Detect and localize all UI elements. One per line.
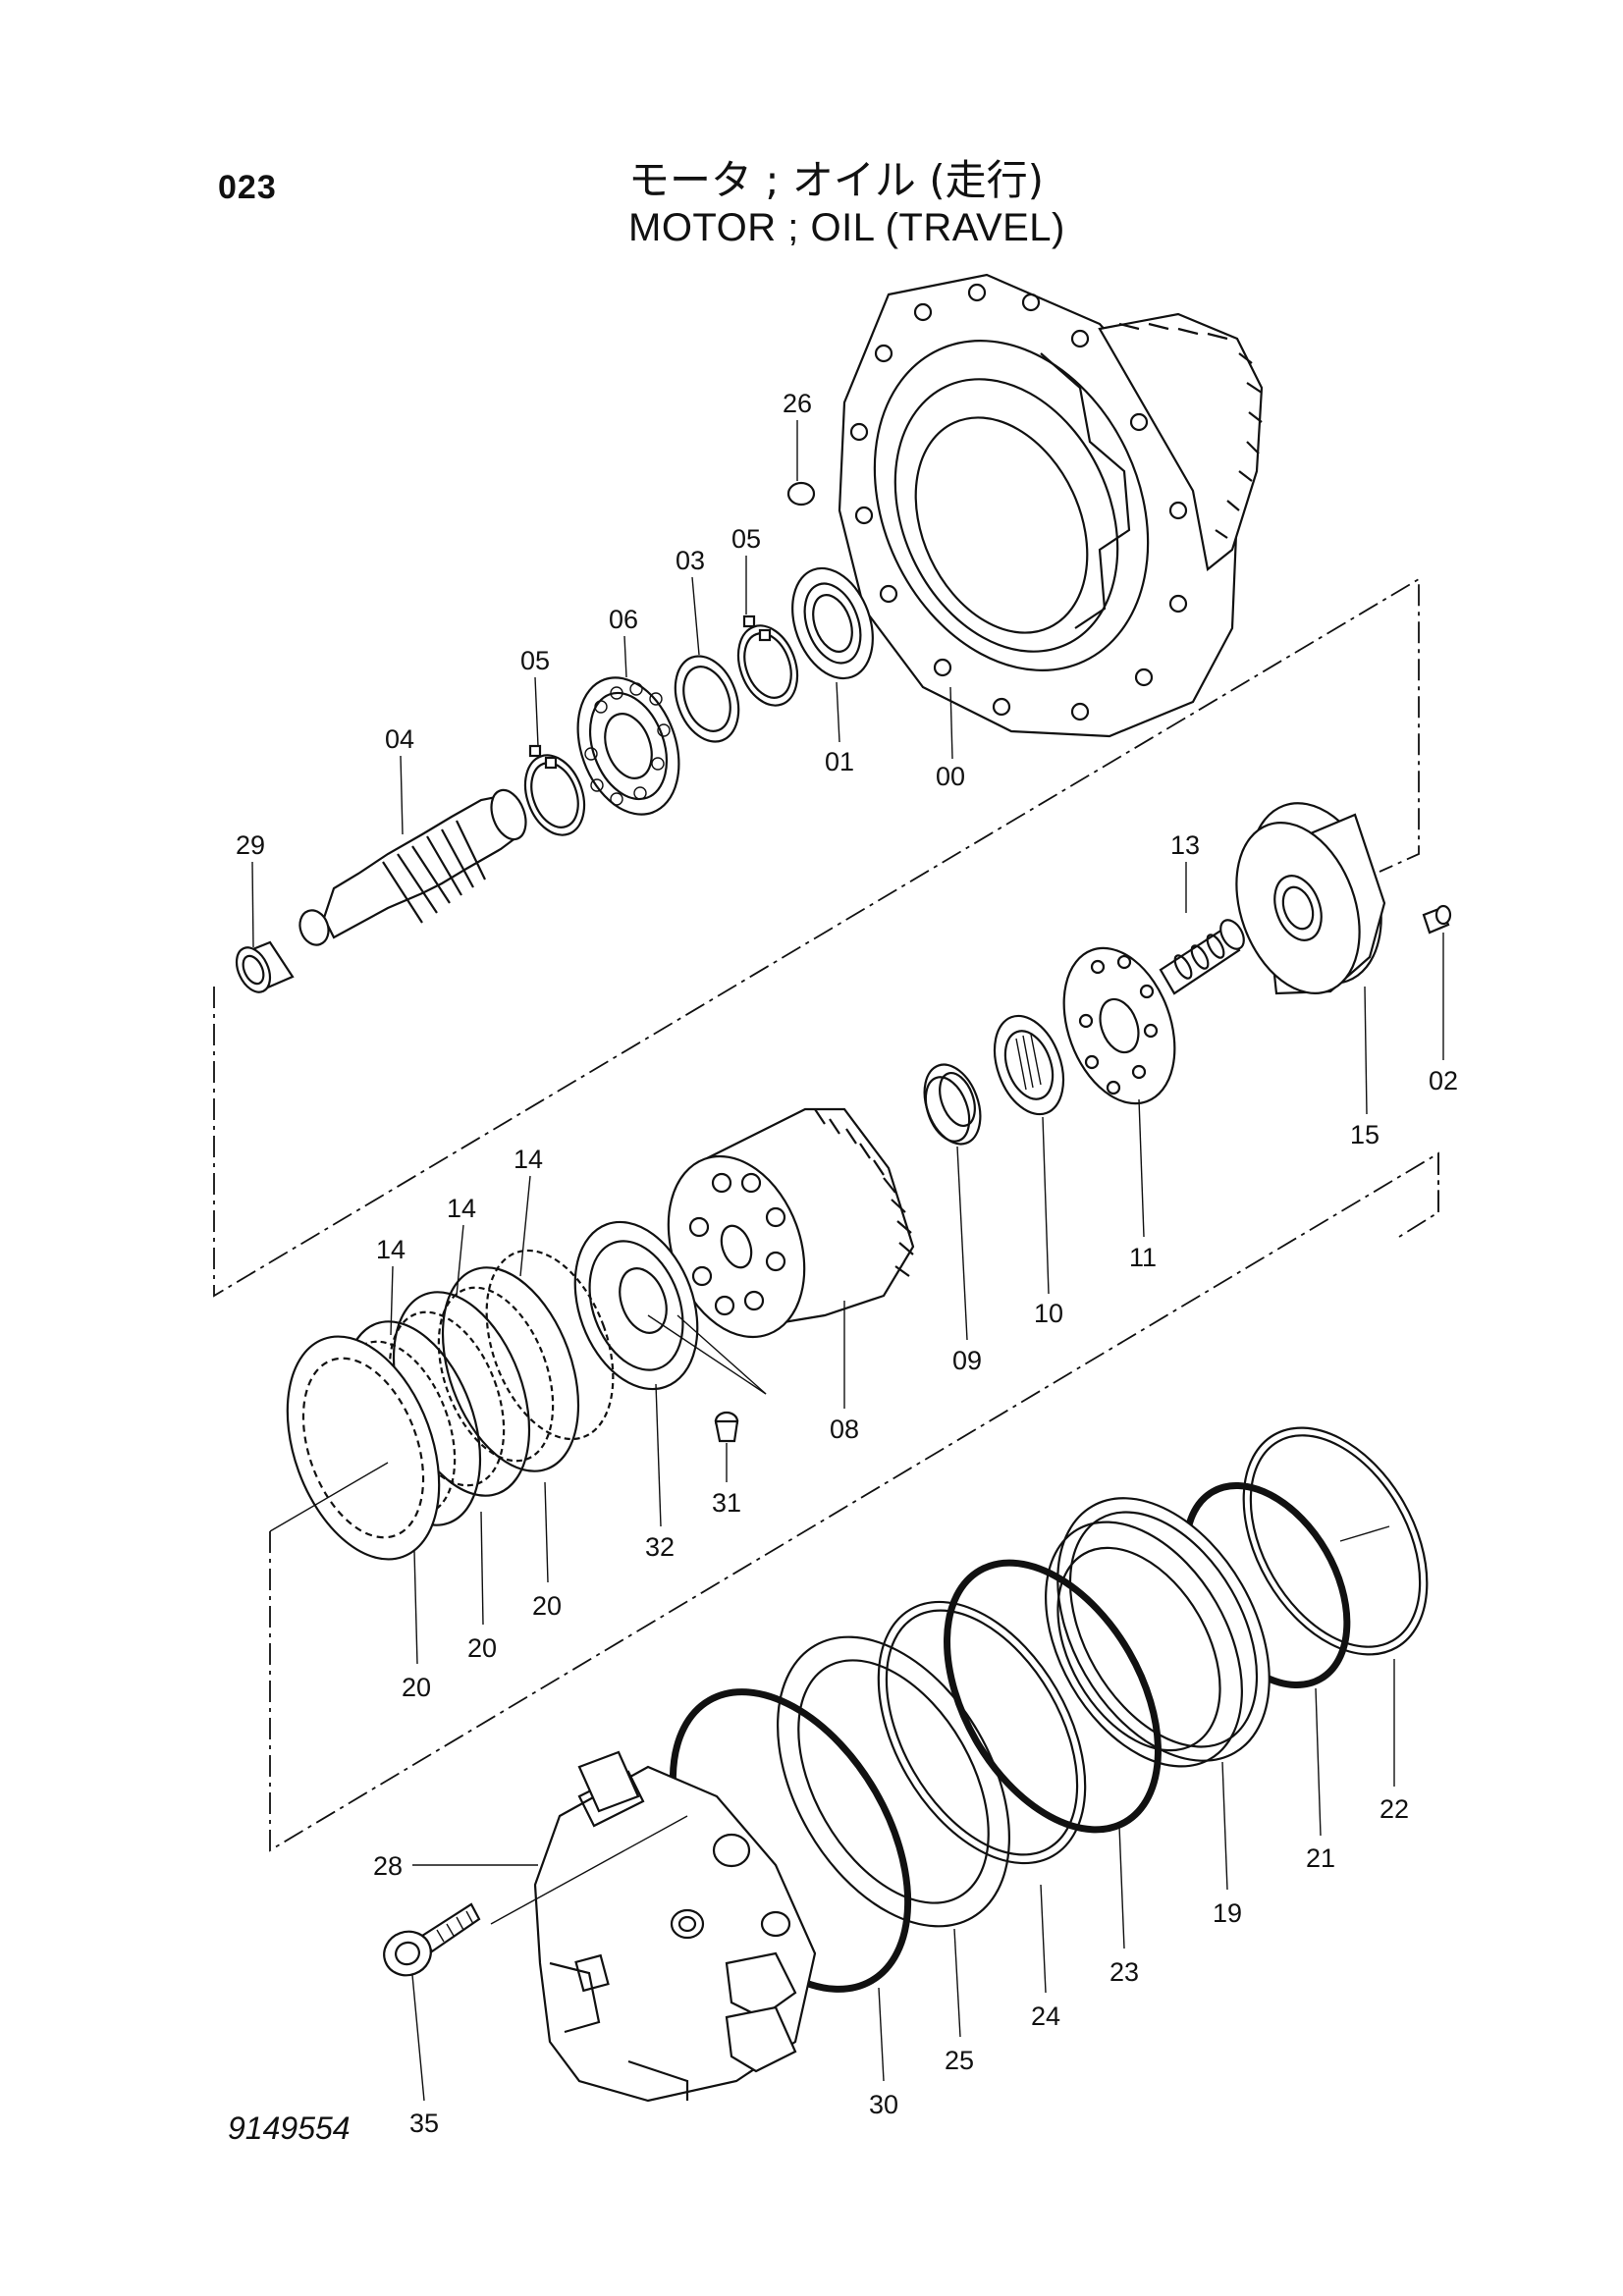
callout-06: 06 (609, 605, 638, 634)
callout-14-middle: 14 (447, 1194, 476, 1223)
part-04-drive-shaft (298, 788, 527, 946)
assembly-guide-lines (213, 577, 1439, 1852)
callout-13: 13 (1170, 830, 1200, 860)
part-05-snap-ring-lower (523, 744, 586, 836)
callout-19: 19 (1213, 1898, 1242, 1928)
callout-04: 04 (385, 724, 414, 754)
callout-15: 15 (1350, 1120, 1380, 1149)
callout-20-middle: 20 (467, 1633, 497, 1663)
callout-10: 10 (1034, 1299, 1063, 1328)
callout-31: 31 (712, 1488, 741, 1518)
callout-21: 21 (1306, 1843, 1335, 1873)
brake-disc-stack (269, 1249, 615, 1561)
callout-32: 32 (645, 1532, 675, 1562)
part-10-bearing (993, 1014, 1065, 1116)
callout-00: 00 (936, 762, 965, 791)
part-13-spool (1159, 919, 1245, 995)
callout-08: 08 (830, 1415, 859, 1444)
callout-14-left: 14 (376, 1235, 406, 1264)
part-01-oil-seal (791, 566, 874, 680)
leader-lines (251, 420, 1444, 2102)
part-08-cylinder-block (667, 1107, 915, 1339)
callout-35: 35 (409, 2109, 439, 2138)
callout-01: 01 (825, 747, 854, 776)
page-number: 023 (218, 169, 277, 206)
part-29-needle-bearing (235, 940, 295, 993)
part-09-spring-holder (923, 1063, 982, 1146)
part-02-pin (1422, 904, 1452, 934)
callout-05-lower: 05 (520, 646, 550, 675)
callout-25: 25 (945, 2046, 974, 2075)
callout-14-right: 14 (514, 1145, 543, 1174)
part-06-ball-bearing (576, 676, 680, 816)
part-22-ring (1242, 1426, 1429, 1656)
callout-29: 29 (236, 830, 265, 860)
part-31-pin (714, 1411, 739, 1443)
part-35-bolt (383, 1902, 481, 1977)
callout-22: 22 (1380, 1794, 1409, 1824)
callout-03: 03 (676, 546, 705, 575)
title-english: MOTOR ; OIL (TRAVEL) (628, 206, 1065, 249)
callout-11: 11 (1129, 1243, 1157, 1272)
callout-20-left: 20 (402, 1673, 431, 1702)
callout-02: 02 (1429, 1066, 1458, 1095)
part-26-o-ring (786, 481, 816, 507)
callout-09: 09 (952, 1346, 982, 1375)
callout-30: 30 (869, 2090, 898, 2119)
part-24-backup-ring (877, 1600, 1087, 1865)
part-25-spring-plate (777, 1635, 1010, 1928)
callout-28: 28 (373, 1851, 403, 1881)
part-11-valve-plate (1062, 946, 1176, 1105)
title-japanese: モータ ; オイル (走行) (628, 156, 1044, 204)
callout-23: 23 (1109, 1957, 1139, 1987)
callout-20-right: 20 (532, 1591, 562, 1621)
part-03-spacer-ring (674, 655, 740, 743)
part-15-valve-plate-cover (1235, 802, 1386, 995)
part-23-o-ring (944, 1559, 1162, 1834)
figure-number: 9149554 (228, 2110, 351, 2146)
part-callouts: 26 05 03 06 05 04 29 01 00 13 02 15 11 1… (236, 389, 1458, 2138)
callout-05-upper: 05 (731, 524, 761, 554)
part-19-piston (1045, 1497, 1271, 1768)
part-05-snap-ring-upper (736, 614, 799, 707)
part-28-motor-casing (490, 1750, 817, 2103)
part-00-hub-housing (838, 273, 1264, 738)
callout-26: 26 (783, 389, 812, 418)
callout-24: 24 (1031, 2002, 1060, 2031)
part-32-swash-plate (573, 1220, 767, 1395)
